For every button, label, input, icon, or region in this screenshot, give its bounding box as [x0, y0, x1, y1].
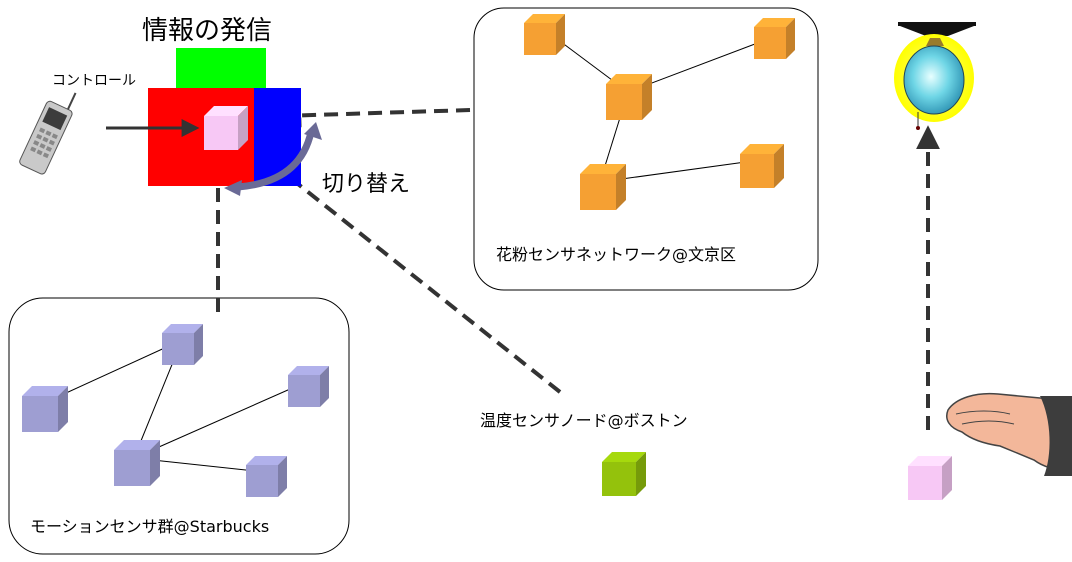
hand-icon — [946, 392, 1072, 476]
motion-node-cube — [288, 366, 329, 407]
motion-group-box — [8, 297, 350, 555]
motion-node-cube — [114, 440, 160, 486]
pollen-node-cube — [580, 164, 626, 210]
motion-node-cube — [22, 386, 68, 432]
pollen-node-cube — [606, 74, 652, 120]
pollen-network-label: 花粉センサネットワーク@文京区 — [496, 245, 737, 264]
motion-node-cube — [162, 324, 203, 365]
pollen-edge — [627, 35, 777, 93]
pollen-node-cube — [524, 14, 565, 55]
light-bulb-icon — [894, 22, 976, 130]
switch-label: 切り替え — [322, 172, 411, 197]
channel-blue — [254, 88, 301, 186]
pollen-network-box — [473, 7, 819, 291]
output-node-cube — [908, 456, 952, 500]
switch-arrow-head-top — [304, 122, 322, 140]
pollen-edge — [599, 159, 761, 183]
motion-edge — [133, 381, 307, 459]
motion-group-label: モーションセンサ群@Starbucks — [30, 517, 270, 536]
title-label: 情報の発信 — [142, 16, 273, 46]
pollen-node-cube — [740, 144, 784, 188]
pollen-to-hub-link — [277, 103, 471, 128]
mobile-phone-icon — [19, 92, 77, 175]
motion-node-cube — [246, 456, 287, 497]
temperature-node-label: 温度センサノード@ボストン — [480, 411, 688, 430]
hub-node-cube — [204, 106, 248, 150]
temperature-node-cube — [602, 452, 646, 496]
switch-arrow — [237, 131, 315, 191]
switch-arrow-head-bottom — [224, 180, 242, 196]
pollen-node-cube — [754, 18, 795, 59]
control-label: コントロール — [52, 73, 136, 89]
